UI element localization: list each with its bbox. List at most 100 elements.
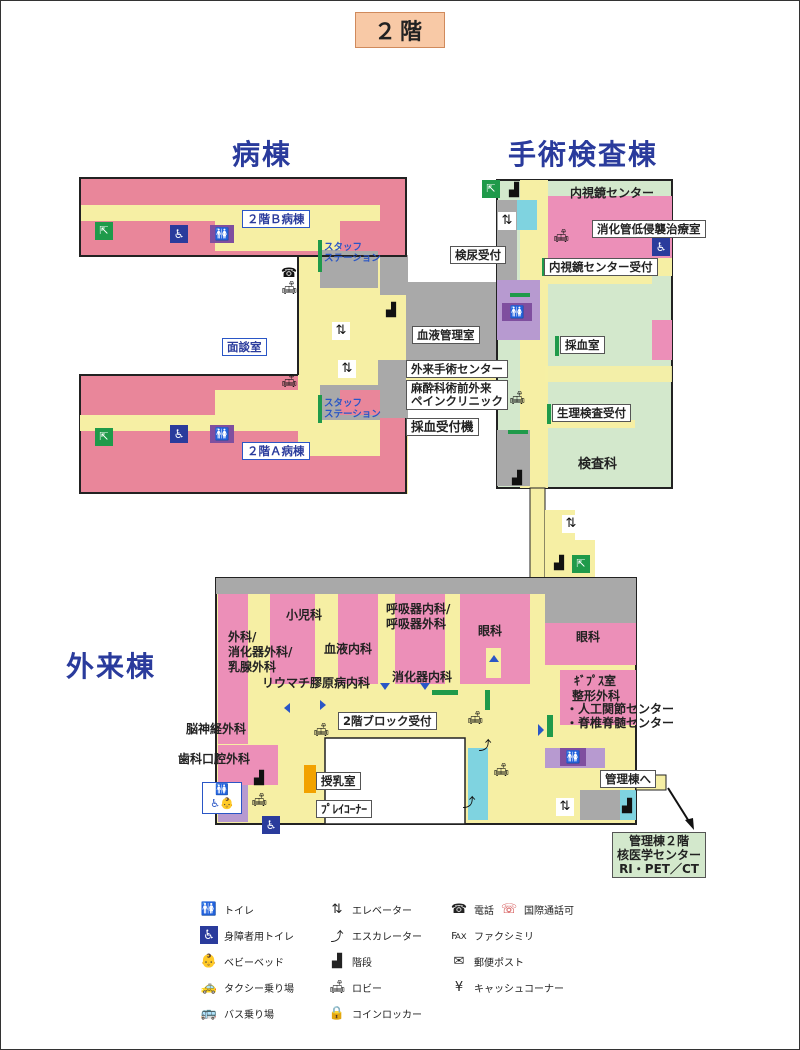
label-admin-building-box: 管理棟２階 核医学センター RI・PET／CT bbox=[612, 832, 707, 878]
legend-item-accessible-toilet: ♿身障者用トイレ bbox=[200, 926, 294, 944]
label-surgery-line1: 外科/ bbox=[228, 630, 257, 644]
legend-item-stairs: ▟階段 bbox=[328, 952, 372, 970]
lobby-icon: 🛋 bbox=[312, 723, 330, 738]
stairs-icon: ▟ bbox=[509, 183, 519, 198]
label-surgery-line2: 消化器外科/ bbox=[228, 645, 293, 659]
elevator-icon: ⇅ bbox=[331, 901, 343, 917]
escalator-icon: ⤴ bbox=[330, 929, 344, 945]
taxi-icon: 🚕 bbox=[200, 979, 218, 995]
legend-item-escalator: ⤴エスカレーター bbox=[328, 926, 422, 945]
phone-icon: ☎ bbox=[450, 901, 468, 917]
label-blood-collection: 採血室 bbox=[560, 336, 605, 354]
label-neurosurgery: 脳神経外科 bbox=[186, 722, 247, 736]
label-staff-station-top: スタッフ ステーション bbox=[324, 242, 381, 264]
atm-icon: ¥ bbox=[454, 979, 464, 995]
label-joint-center: ・人工関節センター bbox=[566, 702, 675, 716]
admin-box-line2: 核医学センター bbox=[617, 848, 702, 862]
elevator-icon: ⇅ bbox=[556, 798, 574, 816]
toilet-icon: 🚻 bbox=[560, 748, 586, 766]
label-anesthesia: 麻酔科術前外来 ペインクリニック bbox=[406, 380, 508, 410]
multipurpose-toilet-icon: 🚻♿👶 bbox=[202, 782, 242, 814]
floor-title: ２階 bbox=[355, 12, 445, 48]
bus-icon: 🚌 bbox=[200, 1005, 218, 1021]
fax-icon: ℻ bbox=[451, 927, 467, 943]
stairs-icon: ▟ bbox=[554, 556, 564, 571]
label-hematology: 血液内科 bbox=[324, 642, 373, 656]
label-to-admin: 管理棟へ bbox=[600, 770, 656, 788]
label-anesthesia-line2: ペインクリニック bbox=[411, 394, 503, 408]
label-blood-reception-machine: 採血受付機 bbox=[406, 418, 479, 436]
lobby-icon: 🛋 bbox=[508, 391, 526, 406]
elevator-icon: ⇅ bbox=[562, 515, 580, 533]
label-block2-reception: 2階ブロック受付 bbox=[338, 712, 437, 730]
legend-item-toilet: 🚻トイレ bbox=[200, 901, 254, 917]
legend-item-lobby: 🛋ロビー bbox=[328, 979, 382, 995]
elevator-icon: ⇅ bbox=[338, 360, 356, 378]
label-urine-reception: 検尿受付 bbox=[450, 246, 506, 264]
mailbox-icon: ✉ bbox=[453, 953, 465, 969]
legend-item-baby-bed: 👶ベビーベッド bbox=[200, 953, 284, 969]
accessible-toilet-icon: ♿ bbox=[170, 225, 188, 243]
escalator-icon: ⤴ bbox=[478, 739, 492, 754]
label-nursing-room: 授乳室 bbox=[316, 772, 361, 790]
intl-phone-icon: ☏ bbox=[500, 901, 518, 917]
label-outpatient-surgery: 外来手術センター bbox=[406, 360, 508, 378]
stairs-icon: ▟ bbox=[332, 953, 342, 969]
label-interview-room: 面談室 bbox=[222, 338, 267, 356]
label-ward-a: ２階Ａ病棟 bbox=[242, 442, 310, 460]
label-ward-b: ２階Ｂ病棟 bbox=[242, 210, 310, 228]
wing-title-surgery: 手術検査棟 bbox=[508, 138, 659, 171]
accessible-toilet-icon: ♿ bbox=[200, 926, 218, 944]
admin-box-line1: 管理棟２階 bbox=[629, 834, 690, 848]
label-digestive-minimal: 消化管低侵襲治療室 bbox=[592, 220, 706, 238]
toilet-icon: 🚻 bbox=[210, 225, 234, 243]
toilet-icon: 🚻 bbox=[502, 303, 532, 321]
emergency-exit-icon: ⇱ bbox=[572, 555, 590, 573]
legend-item-intl-phone: ☏国際通話可 bbox=[500, 901, 574, 917]
label-physiology-reception: 生理検査受付 bbox=[552, 404, 631, 422]
admin-box-line3: RI・PET／CT bbox=[619, 862, 699, 876]
label-ophthalmology-b: 眼科 bbox=[576, 630, 601, 644]
label-anesthesia-line1: 麻酔科術前外来 bbox=[411, 381, 492, 395]
label-ophthalmology-a: 眼科 bbox=[478, 624, 503, 638]
label-gastro-internal: 消化器内科 bbox=[392, 670, 453, 684]
lobby-icon: 🛋 bbox=[466, 711, 484, 726]
label-rheumatology: リウマチ膠原病内科 bbox=[262, 676, 371, 690]
label-endoscopy-center: 内視鏡センター bbox=[570, 186, 655, 200]
label-spine-center: ・脊椎脊髄センター bbox=[566, 716, 675, 730]
legend-item-taxi: 🚕タクシー乗り場 bbox=[200, 979, 294, 995]
label-cast-room: ｷﾞﾌﾟｽ室 bbox=[574, 674, 617, 688]
label-blood-management: 血液管理室 bbox=[412, 326, 480, 344]
label-lab-dept: 検査科 bbox=[578, 457, 618, 472]
label-respiratory-line2: 呼吸器外科 bbox=[386, 617, 447, 631]
emergency-exit-icon: ⇱ bbox=[482, 180, 500, 198]
toilet-icon: 🚻 bbox=[200, 901, 218, 917]
legend-item-bus: 🚌バス乗り場 bbox=[200, 1005, 274, 1021]
legend-item-elevator: ⇅エレベーター bbox=[328, 900, 412, 918]
accessible-toilet-icon: ♿ bbox=[262, 816, 280, 834]
wing-title-ward: 病棟 bbox=[232, 138, 293, 171]
ward-building bbox=[79, 177, 408, 494]
legend: 🚻トイレ ♿身障者用トイレ 👶ベビーベッド 🚕タクシー乗り場 🚌バス乗り場 ⇅エ… bbox=[200, 900, 620, 1030]
elevator-icon: ⇅ bbox=[332, 322, 350, 340]
legend-item-atm: ¥キャッシュコーナー bbox=[450, 978, 564, 996]
stairs-icon: ▟ bbox=[386, 303, 396, 318]
legend-item-coin-locker: 🔒コインロッカー bbox=[328, 1005, 422, 1021]
label-orthopedics: 整形外科 bbox=[572, 689, 621, 703]
label-staff-station-bottom: スタッフ ステーション bbox=[324, 398, 381, 420]
label-respiratory-line1: 呼吸器内科/ bbox=[386, 602, 451, 616]
coin-locker-icon: 🔒 bbox=[328, 1005, 346, 1021]
accessible-toilet-icon: ♿ bbox=[170, 425, 188, 443]
connector-corridor bbox=[406, 282, 498, 360]
accessible-toilet-icon: ♿ bbox=[652, 238, 670, 256]
label-pediatrics: 小児科 bbox=[286, 608, 323, 622]
lobby-icon: 🛋 bbox=[280, 281, 298, 296]
lobby-icon: 🛋 bbox=[280, 374, 298, 389]
stairs-icon: ▟ bbox=[622, 799, 632, 814]
escalator-icon: ⤴ bbox=[462, 796, 476, 811]
label-play-corner: ﾌﾟﾚｲｺｰﾅｰ bbox=[316, 800, 372, 818]
lobby-icon: 🛋 bbox=[492, 763, 510, 778]
lobby-icon: 🛋 bbox=[250, 793, 268, 808]
